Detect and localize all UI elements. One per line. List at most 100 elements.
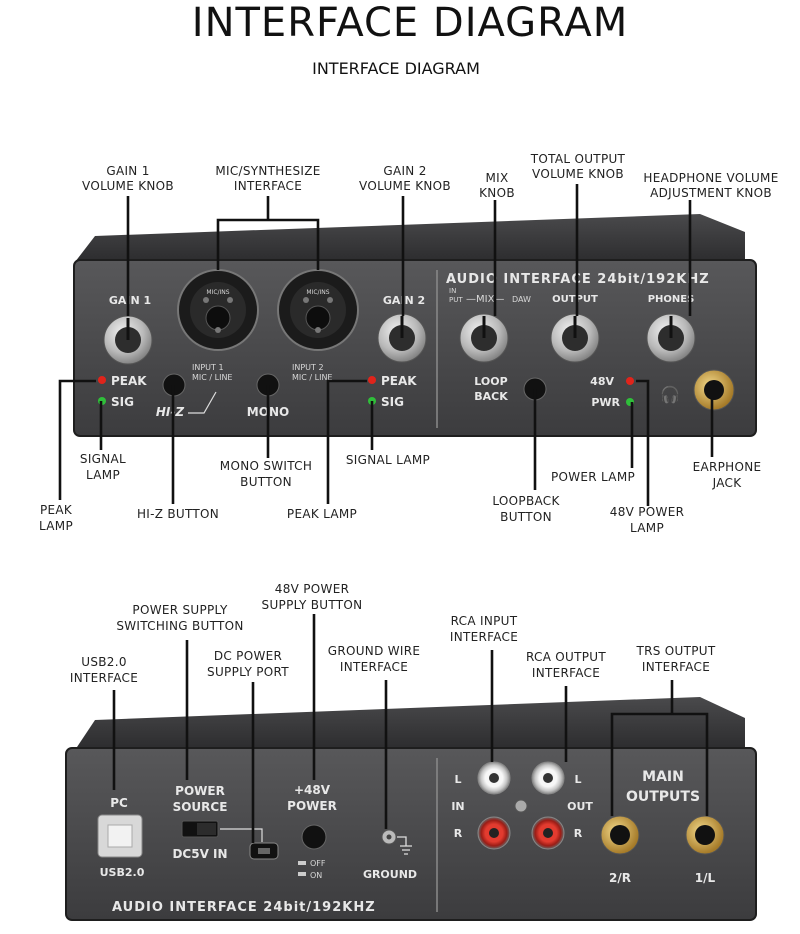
page-subtitle: INTERFACE DIAGRAM (312, 59, 480, 78)
combo2-tag: MIC/INS (306, 289, 329, 296)
rca-l-out-label: L (574, 773, 581, 786)
rear-panel: PC USB2.0 POWER SOURCE DC5V IN +48V POWE… (65, 697, 757, 921)
out-1l-label: 1/L (695, 871, 716, 885)
pwr-panel-label: PWR (591, 396, 620, 409)
callout-loopback-2: BUTTON (500, 510, 552, 524)
on-label: ON (310, 871, 322, 880)
input2-label-2: MIC / LINE (292, 373, 332, 382)
mix-in-label-1: IN (449, 287, 456, 295)
rca-output-left[interactable] (531, 761, 565, 795)
sig-left-label: SIG (111, 395, 134, 409)
main-outputs-label-1: MAIN (642, 769, 684, 785)
power-source-switch[interactable] (181, 820, 219, 838)
callout-gain1-2: VOLUME KNOB (82, 179, 174, 193)
phones-panel-label: PHONES (648, 294, 695, 305)
callout-loopback-1: LOOPBACK (492, 494, 560, 508)
callout-rca-in-2: INTERFACE (450, 630, 518, 644)
callout-trs-2: INTERFACE (642, 660, 710, 674)
callout-signal-left-1: SIGNAL (80, 452, 126, 466)
callout-power-switch-2: SWITCHING BUTTON (116, 619, 243, 633)
gain2-knob[interactable] (377, 313, 427, 363)
callout-trs-1: TRS OUTPUT (635, 644, 715, 658)
mix-knob[interactable] (459, 313, 509, 363)
rear-brand-text: AUDIO INTERFACE 24bit/192KHZ (112, 900, 376, 915)
loop-panel-label-1: LOOP (474, 375, 507, 388)
callout-output-1: TOTAL OUTPUT (530, 152, 626, 166)
callout-gain2-2: VOLUME KNOB (359, 179, 451, 193)
output-panel-label: OUTPUT (552, 294, 598, 305)
off-label: OFF (310, 859, 326, 868)
peak-led-right (368, 376, 376, 384)
rca-input-left[interactable] (477, 761, 511, 795)
v48-panel-label: 48V (590, 375, 614, 388)
combo1-tag: MIC/INS (206, 289, 229, 296)
callout-earphone-1: EARPHONE (693, 460, 762, 474)
callout-usb-1: USB2.0 (81, 655, 127, 669)
peak-right-label: PEAK (381, 374, 417, 388)
ground-terminal[interactable] (381, 829, 397, 845)
callout-rca-in-1: RCA INPUT (451, 614, 518, 628)
mix-daw-label: DAW (512, 295, 531, 304)
callout-earphone-2: JACK (712, 476, 743, 490)
p48v-button[interactable] (301, 824, 327, 850)
mix-panel-label: —MIX— (466, 294, 504, 305)
callout-usb-2: INTERFACE (70, 671, 138, 685)
callout-mono-1: MONO SWITCH (220, 459, 312, 473)
dc-power-port[interactable] (249, 842, 279, 860)
gain1-knob[interactable] (103, 315, 153, 365)
rear-callouts: 48V POWER SUPPLY BUTTON POWER SUPPLY SWI… (70, 582, 716, 685)
headphone-icon: 🎧 (660, 385, 680, 404)
callout-ground-1: GROUND WIRE (328, 644, 421, 658)
p48v-label-2: POWER (287, 799, 337, 813)
callout-rca-out-2: INTERFACE (532, 666, 600, 680)
mix-in-label-2: PUT (449, 296, 463, 304)
trs-output-2r[interactable] (600, 815, 640, 855)
trs-output-1l[interactable] (685, 815, 725, 855)
main-outputs-label-2: OUTPUTS (626, 789, 700, 805)
rca-input-right[interactable] (477, 816, 511, 850)
rca-output-right[interactable] (531, 816, 565, 850)
callout-mono-2: BUTTON (240, 475, 292, 489)
callout-peak-center: PEAK LAMP (287, 507, 357, 521)
callout-peak-left-1: PEAK (40, 503, 73, 517)
input1-label-1: INPUT 1 (192, 363, 224, 372)
output-knob[interactable] (550, 313, 600, 363)
peak-led-left (98, 376, 106, 384)
callout-mic-2: INTERFACE (234, 179, 302, 193)
peak-left-label: PEAK (111, 374, 147, 388)
usb-port[interactable] (97, 814, 143, 858)
rca-r-out-label: R (574, 827, 583, 840)
p48v-label-1: +48V (294, 783, 331, 797)
front-leaders (58, 184, 714, 506)
hiz-panel-label: HI-Z (156, 405, 184, 419)
callout-gain2-1: GAIN 2 (383, 164, 426, 178)
callout-48v-button-2: SUPPLY BUTTON (262, 598, 363, 612)
callout-hiz: HI-Z BUTTON (137, 507, 219, 521)
callout-dc-1: DC POWER (214, 649, 282, 663)
loop-panel-label-2: BACK (474, 390, 508, 403)
earphone-jack[interactable] (693, 369, 735, 411)
rear-leaders (112, 614, 709, 843)
callout-gain1-1: GAIN 1 (106, 164, 149, 178)
callout-signal-left-2: LAMP (86, 468, 120, 482)
front-callouts: GAIN 1 VOLUME KNOB MIC/SYNTHESIZE INTERF… (39, 152, 778, 535)
v48-led (626, 377, 634, 385)
callout-headphone-2: ADJUSTMENT KNOB (650, 186, 772, 200)
power-source-label-2: SOURCE (173, 800, 228, 814)
callout-output-2: VOLUME KNOB (532, 167, 624, 181)
callout-power-lamp: POWER LAMP (551, 470, 635, 484)
rca-in-label: IN (451, 800, 464, 813)
phones-knob[interactable] (646, 313, 696, 363)
callout-headphone-1: HEADPHONE VOLUME (643, 171, 778, 185)
page-title: INTERFACE DIAGRAM (192, 0, 628, 46)
pc-label: PC (110, 796, 128, 810)
combo-input-1[interactable]: MIC/INS (177, 269, 259, 351)
ground-label: GROUND (363, 868, 417, 881)
front-panel: GAIN 1 PEAK SIG MIC/INS MIC/ (73, 214, 757, 437)
callout-dc-2: SUPPLY PORT (207, 665, 289, 679)
combo-input-2[interactable]: MIC/INS (277, 269, 359, 351)
rca-l-in-label: L (454, 773, 461, 786)
out-2r-label: 2/R (609, 871, 631, 885)
callout-48v-button-1: 48V POWER (275, 582, 349, 596)
usb-label: USB2.0 (100, 866, 145, 879)
